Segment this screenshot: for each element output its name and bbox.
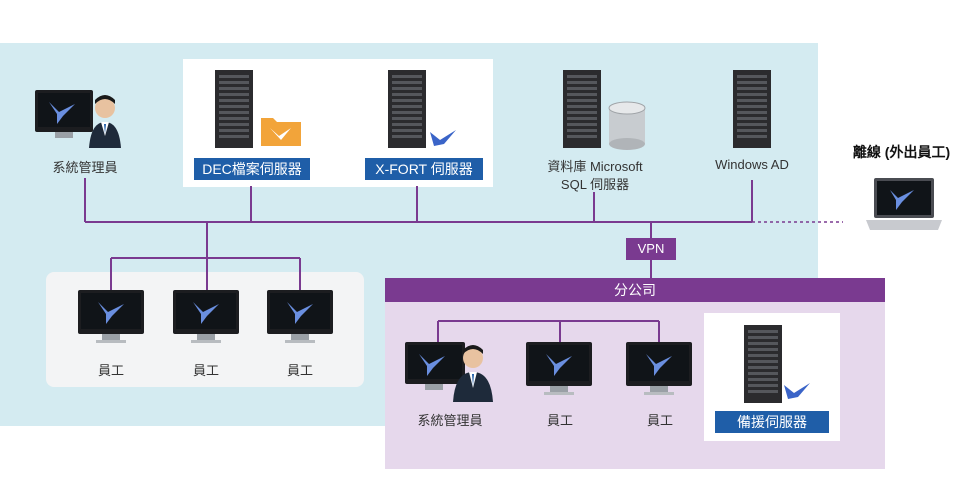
server-tower-icon <box>744 325 810 403</box>
database-server-icon <box>563 70 646 150</box>
branch-admin-label: 系統管理員 <box>417 413 483 428</box>
server-tower-icon <box>733 70 771 148</box>
admin-monitor-icon <box>405 342 493 402</box>
hq-employee-label-2: 員工 <box>192 363 219 378</box>
db-server-label-line2: SQL 伺服器 <box>560 177 630 192</box>
vpn-label: VPN <box>626 238 676 260</box>
hq-admin-label: 系統管理員 <box>52 160 118 175</box>
branch-employee-label-2: 員工 <box>646 413 673 428</box>
dec-server <box>215 70 305 155</box>
server-tower-icon <box>215 70 301 148</box>
monitor-icon <box>78 290 144 343</box>
branch-employee-label-1: 員工 <box>546 413 573 428</box>
monitor-icon <box>526 342 592 395</box>
ad-server-label: Windows AD <box>715 157 789 172</box>
admin-monitor-icon <box>35 90 121 148</box>
branch-admin-workstation <box>405 342 495 409</box>
xfort-server-label: X-FORT 伺服器 <box>365 158 483 180</box>
offline-laptop <box>866 176 944 237</box>
hq-employee-label-1: 員工 <box>97 363 124 378</box>
hq-admin-workstation <box>35 90 125 155</box>
monitor-icon <box>173 290 239 343</box>
branch-title: 分公司 <box>385 278 885 302</box>
hq-employee-1 <box>78 290 146 351</box>
hq-employee-label-3: 員工 <box>286 363 313 378</box>
server-tower-icon <box>388 70 456 148</box>
db-server-label-line1: 資料庫 Microsoft <box>547 159 643 174</box>
ad-server <box>733 70 773 155</box>
monitor-icon <box>626 342 692 395</box>
laptop-icon <box>866 178 942 230</box>
backup-server <box>744 325 814 410</box>
branch-employee-1 <box>526 342 594 403</box>
xfort-server <box>388 70 468 155</box>
monitor-icon <box>267 290 333 343</box>
branch-employee-2 <box>626 342 694 403</box>
offline-title: 離線 (外出員工) <box>852 144 951 160</box>
db-server <box>563 70 653 155</box>
backup-server-label: 備援伺服器 <box>715 411 829 433</box>
dec-server-label: DEC檔案伺服器 <box>194 158 310 180</box>
hq-employee-2 <box>173 290 241 351</box>
hq-employee-3 <box>267 290 335 351</box>
